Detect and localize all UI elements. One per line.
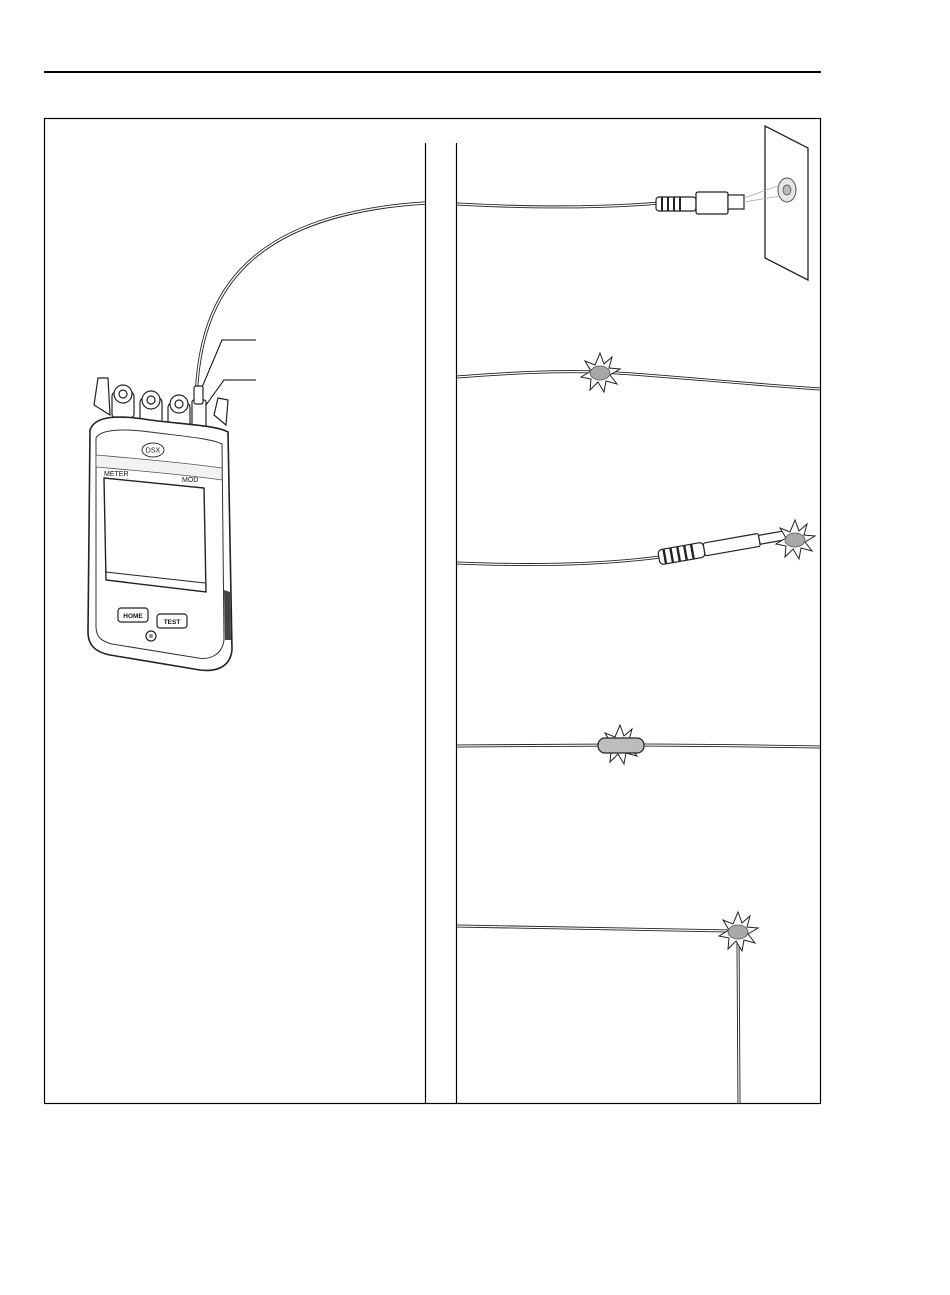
device-logo: DSX (146, 448, 161, 455)
fiber-connector-icon (658, 528, 789, 565)
device-label-left: METER (104, 471, 129, 478)
fiber-leak-bend (457, 912, 758, 1103)
fiber-splice-icon (598, 738, 644, 753)
fiber-leak-splice (457, 725, 820, 764)
wall-outlet-icon (744, 126, 808, 280)
fiber-connector-outlet (457, 126, 808, 280)
fiber-leak-connector-end (457, 520, 815, 565)
svg-text:TEST: TEST (164, 619, 181, 626)
device-label-right: MOD (182, 477, 198, 484)
fiber-connector-icon (656, 192, 744, 214)
home-button: HOME (118, 608, 148, 622)
test-button: TEST (157, 614, 187, 628)
fiber-leak-straight (457, 353, 820, 392)
fiber-cable-icon (196, 203, 425, 410)
svg-text:HOME: HOME (123, 613, 143, 620)
tester-device-icon: DSX METER MOD HOME TEST (88, 378, 232, 670)
device-screen (104, 478, 206, 592)
callout-leaders (200, 340, 256, 405)
